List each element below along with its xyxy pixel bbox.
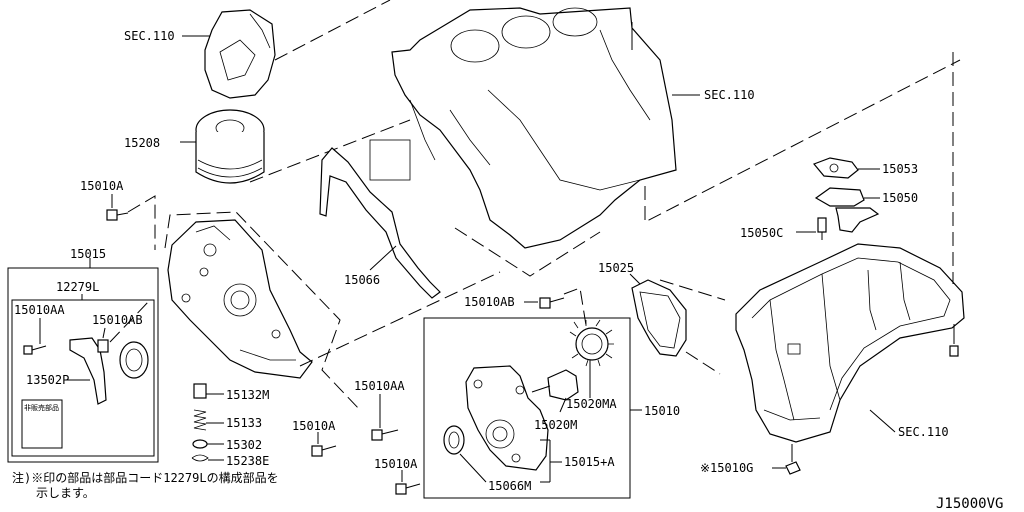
label-15066m[interactable]: 15066M bbox=[488, 479, 531, 493]
label-15010a-low[interactable]: 15010A bbox=[374, 457, 418, 471]
bolt-15010aa-mid bbox=[371, 429, 399, 441]
label-15050[interactable]: 15050 bbox=[882, 191, 918, 205]
label-15020ma[interactable]: 15020MA bbox=[566, 397, 617, 411]
gasket-13502p bbox=[69, 337, 107, 405]
strainer-15050 bbox=[814, 187, 880, 233]
label-15010a-top[interactable]: 15010A bbox=[80, 179, 124, 193]
bolt-15010g bbox=[785, 461, 801, 475]
bolt-15010a-low bbox=[395, 483, 421, 495]
drain-bolt bbox=[949, 324, 959, 357]
label-sec110-top-left[interactable]: SEC.110 bbox=[124, 29, 175, 43]
bolt-15010aa-box bbox=[23, 345, 47, 355]
inner-rotor-15020m bbox=[531, 369, 579, 401]
gasket-15066 bbox=[319, 147, 441, 299]
label-15302[interactable]: 15302 bbox=[226, 438, 262, 452]
oil-pan bbox=[735, 243, 965, 443]
spring-15133 bbox=[193, 409, 207, 431]
washer-15302 bbox=[192, 439, 208, 449]
label-15015a[interactable]: 15015+A bbox=[564, 455, 615, 469]
bolt-15010a-mid bbox=[311, 445, 337, 457]
label-not-for-sale: 非販売部品 bbox=[24, 403, 59, 412]
label-15010a-mid[interactable]: 15010A bbox=[292, 419, 336, 433]
label-15010[interactable]: 15010 bbox=[644, 404, 680, 418]
gasket-15053 bbox=[812, 157, 859, 179]
kit-box-12279l bbox=[11, 299, 155, 457]
oil-filter bbox=[195, 109, 265, 184]
label-15208[interactable]: 15208 bbox=[124, 136, 160, 150]
label-sec110-top-right[interactable]: SEC.110 bbox=[704, 88, 755, 102]
kit-box-15015 bbox=[7, 267, 159, 463]
label-12279l[interactable]: 12279L bbox=[56, 280, 99, 294]
outer-gear-15020ma bbox=[569, 319, 614, 367]
oil-seal bbox=[119, 341, 149, 379]
valve-plug-15132m bbox=[193, 383, 207, 399]
gasket-15025 bbox=[631, 279, 687, 357]
label-15050c[interactable]: 15050C bbox=[740, 226, 783, 240]
label-15133[interactable]: 15133 bbox=[226, 416, 262, 430]
diagram-code: J15000VG bbox=[936, 496, 1003, 512]
clip-15238e bbox=[191, 454, 209, 462]
label-15025[interactable]: 15025 bbox=[598, 261, 634, 275]
label-15010ab-box[interactable]: 15010AB bbox=[92, 313, 143, 327]
bolt-15010ab-mid bbox=[539, 297, 565, 309]
bolt-15050c bbox=[817, 217, 827, 240]
engine-block bbox=[369, 7, 677, 249]
not-for-sale-tag bbox=[21, 399, 63, 449]
label-15238e[interactable]: 15238E bbox=[226, 454, 269, 468]
oil-pump-box bbox=[423, 317, 631, 499]
label-15053[interactable]: 15053 bbox=[882, 162, 918, 176]
label-15010ab-mid[interactable]: 15010AB bbox=[464, 295, 515, 309]
label-15132m[interactable]: 15132M bbox=[226, 388, 269, 402]
front-cover bbox=[167, 219, 313, 379]
footnote-line1: 注)※印の部品は部品コード12279Lの構成部品を bbox=[12, 470, 279, 485]
bolt-15010a-top bbox=[106, 209, 129, 221]
label-13502p[interactable]: 13502P bbox=[26, 373, 69, 387]
label-15066-top[interactable]: 15066 bbox=[344, 273, 380, 287]
oil-pump-body bbox=[465, 365, 549, 471]
oil-filter-bracket bbox=[204, 9, 276, 99]
oil-seal-15066m bbox=[443, 425, 465, 455]
label-15020m[interactable]: 15020M bbox=[534, 418, 577, 432]
label-15010aa-mid[interactable]: 15010AA bbox=[354, 379, 405, 393]
label-15010g[interactable]: ※15010G bbox=[700, 461, 753, 475]
label-15015[interactable]: 15015 bbox=[70, 247, 106, 261]
label-sec110-bottom-right[interactable]: SEC.110 bbox=[898, 425, 949, 439]
footnote-line2: 示します。 bbox=[36, 486, 95, 500]
bolt-15010ab-box bbox=[97, 339, 109, 353]
label-15010aa-box[interactable]: 15010AA bbox=[14, 303, 65, 317]
